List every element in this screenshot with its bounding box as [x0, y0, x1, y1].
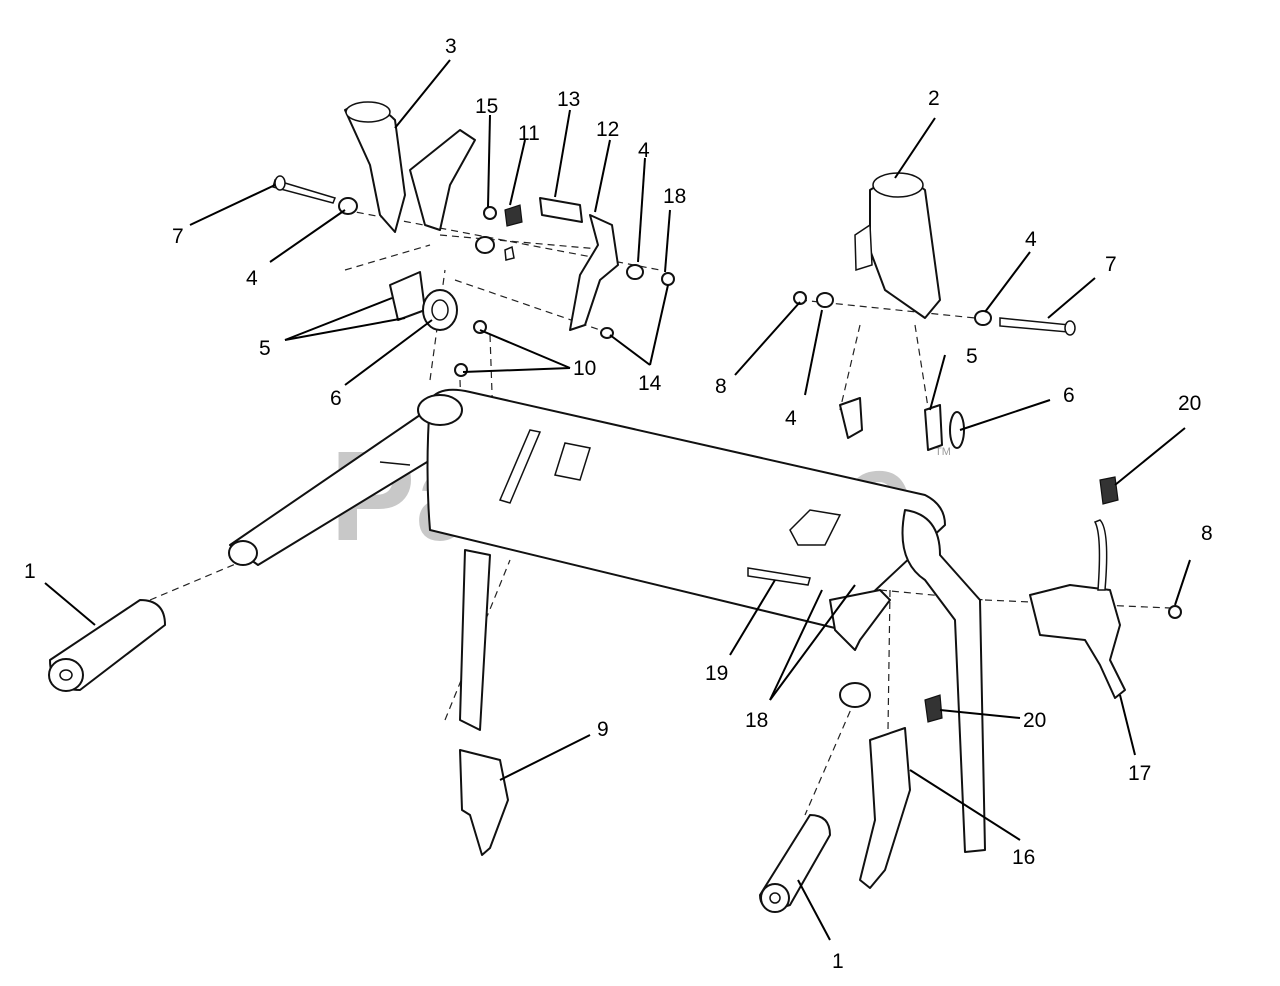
callout-8-center: 8 — [715, 375, 727, 398]
leader-lines — [44, 59, 1191, 941]
lower-bracket — [459, 749, 509, 856]
callout-4-top: 4 — [638, 139, 650, 162]
drive-control-lever — [859, 694, 943, 889]
callout-13: 13 — [557, 88, 580, 111]
callout-8-right: 8 — [1201, 522, 1213, 545]
callout-7-left: 7 — [172, 225, 184, 248]
callout-4-left: 4 — [246, 267, 258, 290]
callout-17: 17 — [1128, 762, 1151, 785]
callout-5-left: 5 — [259, 337, 271, 360]
callout-6-right: 6 — [1063, 384, 1075, 407]
callout-4-right: 4 — [1025, 228, 1037, 251]
callout-labels: 1 1 2 3 4 4 4 4 5 5 6 6 7 7 8 8 9 10 11 … — [24, 35, 1213, 973]
bolts — [272, 175, 1076, 336]
watermark-trademark: TM — [935, 446, 951, 458]
hand-grip-left — [48, 599, 166, 692]
callout-16: 16 — [1012, 846, 1035, 869]
callout-10: 10 — [573, 357, 596, 380]
callout-19: 19 — [705, 662, 728, 685]
callout-12: 12 — [596, 118, 619, 141]
callout-9: 9 — [597, 718, 609, 741]
left-handle-bracket — [344, 101, 476, 233]
carriage-bolt-and-grip — [747, 567, 871, 913]
callout-6-left: 6 — [330, 387, 342, 410]
cable-guide-left — [389, 271, 458, 331]
control-link-plates — [539, 197, 619, 331]
callout-4-center: 4 — [785, 407, 797, 430]
callout-2: 2 — [928, 87, 940, 110]
assembly-guide-lines — [149, 209, 1171, 816]
callout-20-bottom: 20 — [1023, 709, 1046, 732]
nuts-and-fasteners — [454, 204, 1182, 619]
control-panel — [417, 388, 946, 629]
left-lower-arm — [459, 549, 491, 731]
callout-11: 11 — [518, 122, 540, 145]
callout-7-right: 7 — [1105, 253, 1117, 276]
callout-3: 3 — [445, 35, 457, 58]
right-upright-tube — [829, 509, 986, 853]
callout-18-bottom: 18 — [745, 709, 768, 732]
callout-1-right: 1 — [832, 950, 844, 973]
auger-control-lever — [1029, 476, 1126, 699]
cable-guide-right — [839, 397, 965, 451]
callout-5-right: 5 — [966, 345, 978, 368]
callout-1-left: 1 — [24, 560, 36, 583]
callout-14: 14 — [638, 372, 662, 395]
right-handle-bracket — [854, 172, 941, 319]
callout-20-top: 20 — [1178, 392, 1201, 415]
callout-18-top: 18 — [663, 185, 686, 208]
callout-15: 15 — [475, 95, 498, 118]
